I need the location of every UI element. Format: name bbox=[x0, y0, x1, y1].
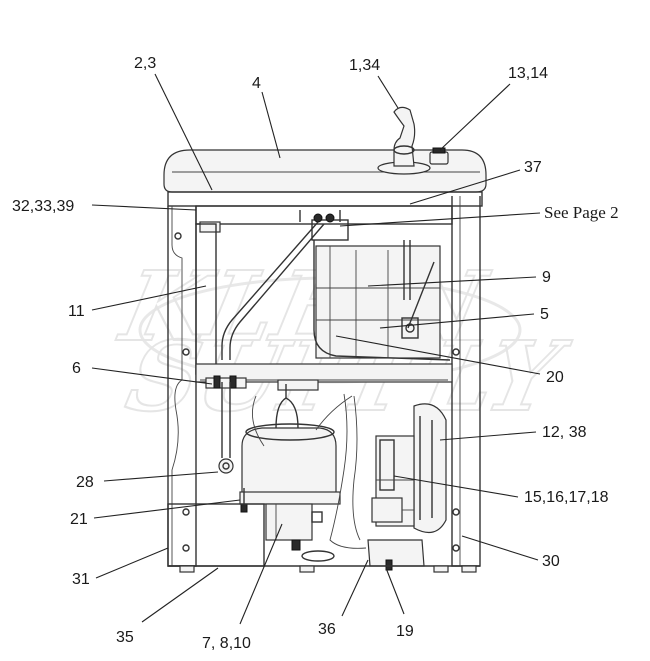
callout-30: 30 bbox=[542, 553, 560, 570]
callout-see-page-2: See Page 2 bbox=[544, 203, 619, 222]
lower-front-panel bbox=[167, 503, 265, 567]
wiring bbox=[329, 393, 367, 549]
leader-lines bbox=[91, 73, 541, 625]
callout-7-8-10: 7, 8,10 bbox=[202, 635, 251, 652]
cold-tank bbox=[315, 245, 441, 359]
inlet-fittings bbox=[299, 210, 349, 241]
callout-4: 4 bbox=[252, 75, 261, 92]
callout-15-16-17-18: 15,16,17,18 bbox=[524, 489, 609, 506]
callout-37: 37 bbox=[524, 159, 542, 176]
callout-19: 19 bbox=[396, 623, 414, 640]
push-button bbox=[429, 147, 449, 165]
callout-21: 21 bbox=[70, 511, 88, 528]
callout-12-38: 12, 38 bbox=[542, 424, 587, 441]
bubbler bbox=[377, 106, 431, 175]
callout-2-3: 2,3 bbox=[134, 55, 156, 72]
callout-35: 35 bbox=[116, 629, 134, 646]
callout-1-34: 1,34 bbox=[349, 57, 380, 74]
compressor bbox=[239, 384, 353, 505]
mid-crossbar bbox=[195, 363, 453, 383]
callout-36: 36 bbox=[318, 621, 336, 638]
callout-13-14: 13,14 bbox=[508, 65, 548, 82]
electrical-box bbox=[265, 503, 335, 562]
callout-6: 6 bbox=[72, 360, 81, 377]
water-cooler-assembly bbox=[163, 106, 487, 573]
fan-motor bbox=[371, 497, 414, 523]
filter-drier bbox=[218, 382, 234, 474]
callout-11: 11 bbox=[68, 303, 85, 320]
supply-tube bbox=[221, 221, 319, 360]
callout-9: 9 bbox=[542, 269, 551, 286]
callout-31: 31 bbox=[72, 571, 90, 588]
callout-32-33-39: 32,33,39 bbox=[12, 198, 74, 215]
callout-5: 5 bbox=[540, 306, 549, 323]
callout-28: 28 bbox=[76, 474, 94, 491]
callout-labels: 2,3 4 1,34 13,14 37 32,33,39 See Page 2 … bbox=[12, 55, 619, 652]
top-plate bbox=[167, 191, 483, 207]
callout-20: 20 bbox=[546, 369, 564, 386]
